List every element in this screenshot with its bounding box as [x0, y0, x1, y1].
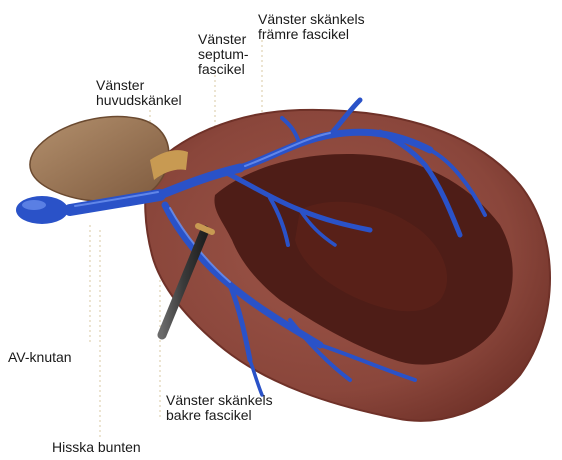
label-line: Vänster skänkels — [258, 12, 365, 27]
label-line: septum- — [198, 47, 249, 62]
label-bundle-of-his: Hisska bunten — [52, 440, 141, 455]
label-left-septal-fascicle: Vänster septum- fascikel — [198, 32, 249, 77]
label-line: främre fascikel — [258, 27, 365, 42]
label-line: Vänster — [198, 32, 249, 47]
label-av-node: AV-knutan — [8, 350, 72, 365]
label-line: bakre fascikel — [166, 408, 273, 423]
label-left-bundle-branch: Vänster huvudskänkel — [96, 78, 182, 108]
label-line: Hisska bunten — [52, 440, 141, 455]
septum-cap — [30, 117, 169, 202]
label-line: Vänster skänkels — [166, 393, 273, 408]
label-line: fascikel — [198, 62, 249, 77]
av-node — [16, 196, 68, 224]
label-line: AV-knutan — [8, 350, 72, 365]
label-line: Vänster — [96, 78, 182, 93]
label-left-anterior-fascicle: Vänster skänkels främre fascikel — [258, 12, 365, 42]
label-line: huvudskänkel — [96, 93, 182, 108]
label-left-posterior-fascicle: Vänster skänkels bakre fascikel — [166, 393, 273, 423]
